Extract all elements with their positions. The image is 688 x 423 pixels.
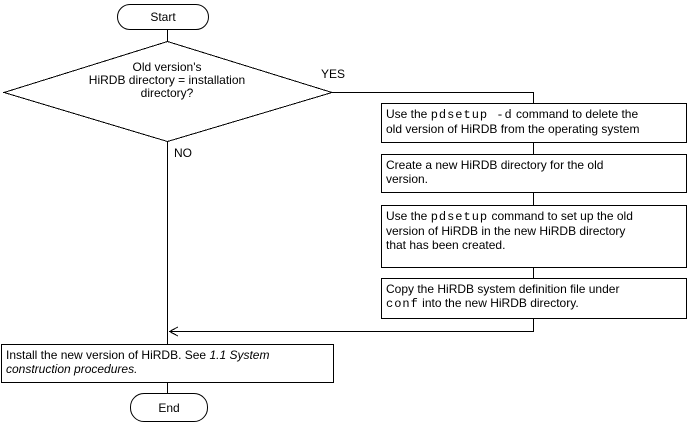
step-text-segment: into the new HiRDB directory. [418,296,579,310]
step-text-segment: Copy the HiRDB system definition file un… [386,282,620,296]
step-text-segment: command to set up the old [488,209,633,223]
process-box-install-new-version: Install the new version of HiRDB. See 1.… [1,344,334,383]
start-terminator: Start [117,4,209,30]
step-text-line: construction procedures. [6,362,329,376]
decision-text: Old version's HiRDB directory = installa… [17,61,317,100]
arrow-left-icon [168,326,179,337]
step-text-segment: version of HiRDB in the new HiRDB direct… [386,224,626,238]
process-box-delete-old-version: Use the pdsetup -d command to delete the… [381,103,687,143]
end-terminator: End [130,393,208,422]
end-label: End [158,400,180,415]
step-text-segment: old version of HiRDB from the operating … [386,122,640,136]
step-text-line: Use the pdsetup -d command to delete the [386,107,682,122]
step-text-line: old version of HiRDB from the operating … [386,122,682,136]
no-label: NO [174,146,192,160]
step-text-segment: that has been created. [386,238,506,252]
step-text-line: version. [386,172,682,186]
process-box-create-directory: Create a new HiRDB directory for the old… [381,154,687,193]
step-text-line: Install the new version of HiRDB. See 1.… [6,348,329,362]
process-box-setup-old-version: Use the pdsetup command to set up the ol… [381,205,687,268]
process-box-copy-definition-file: Copy the HiRDB system definition file un… [381,278,687,319]
step-text-line: version of HiRDB in the new HiRDB direct… [386,224,682,238]
decision-line: HiRDB directory = installation [88,73,246,87]
step-text-line: conf into the new HiRDB directory. [386,296,682,311]
step-text-segment: Install the new version of HiRDB. See [6,348,210,362]
yes-branch-line [332,92,534,103]
step-text-line: that has been created. [386,238,682,252]
step4-return-line [170,318,534,332]
yes-label: YES [321,67,346,81]
step-text-segment: Create a new HiRDB directory for the old [386,158,604,172]
step-text-line: Create a new HiRDB directory for the old [386,158,682,172]
reference-text: 1.1 System [209,348,270,362]
step-text-segment: Use the [386,107,431,121]
step-text-segment: command to delete the [512,107,639,121]
decision-line: Old version's [132,60,202,74]
step-text-segment: Use the [386,209,431,223]
step-text-line: Copy the HiRDB system definition file un… [386,282,682,296]
command-text: pdsetup [430,210,489,224]
reference-text: construction procedures. [6,362,138,376]
step-text-segment: version. [386,172,429,186]
decision-line: directory? [140,86,194,100]
step-text-line: Use the pdsetup command to set up the ol… [386,209,682,224]
start-label: Start [150,10,176,24]
command-text: conf [386,297,419,311]
command-text: pdsetup -d [430,108,513,122]
